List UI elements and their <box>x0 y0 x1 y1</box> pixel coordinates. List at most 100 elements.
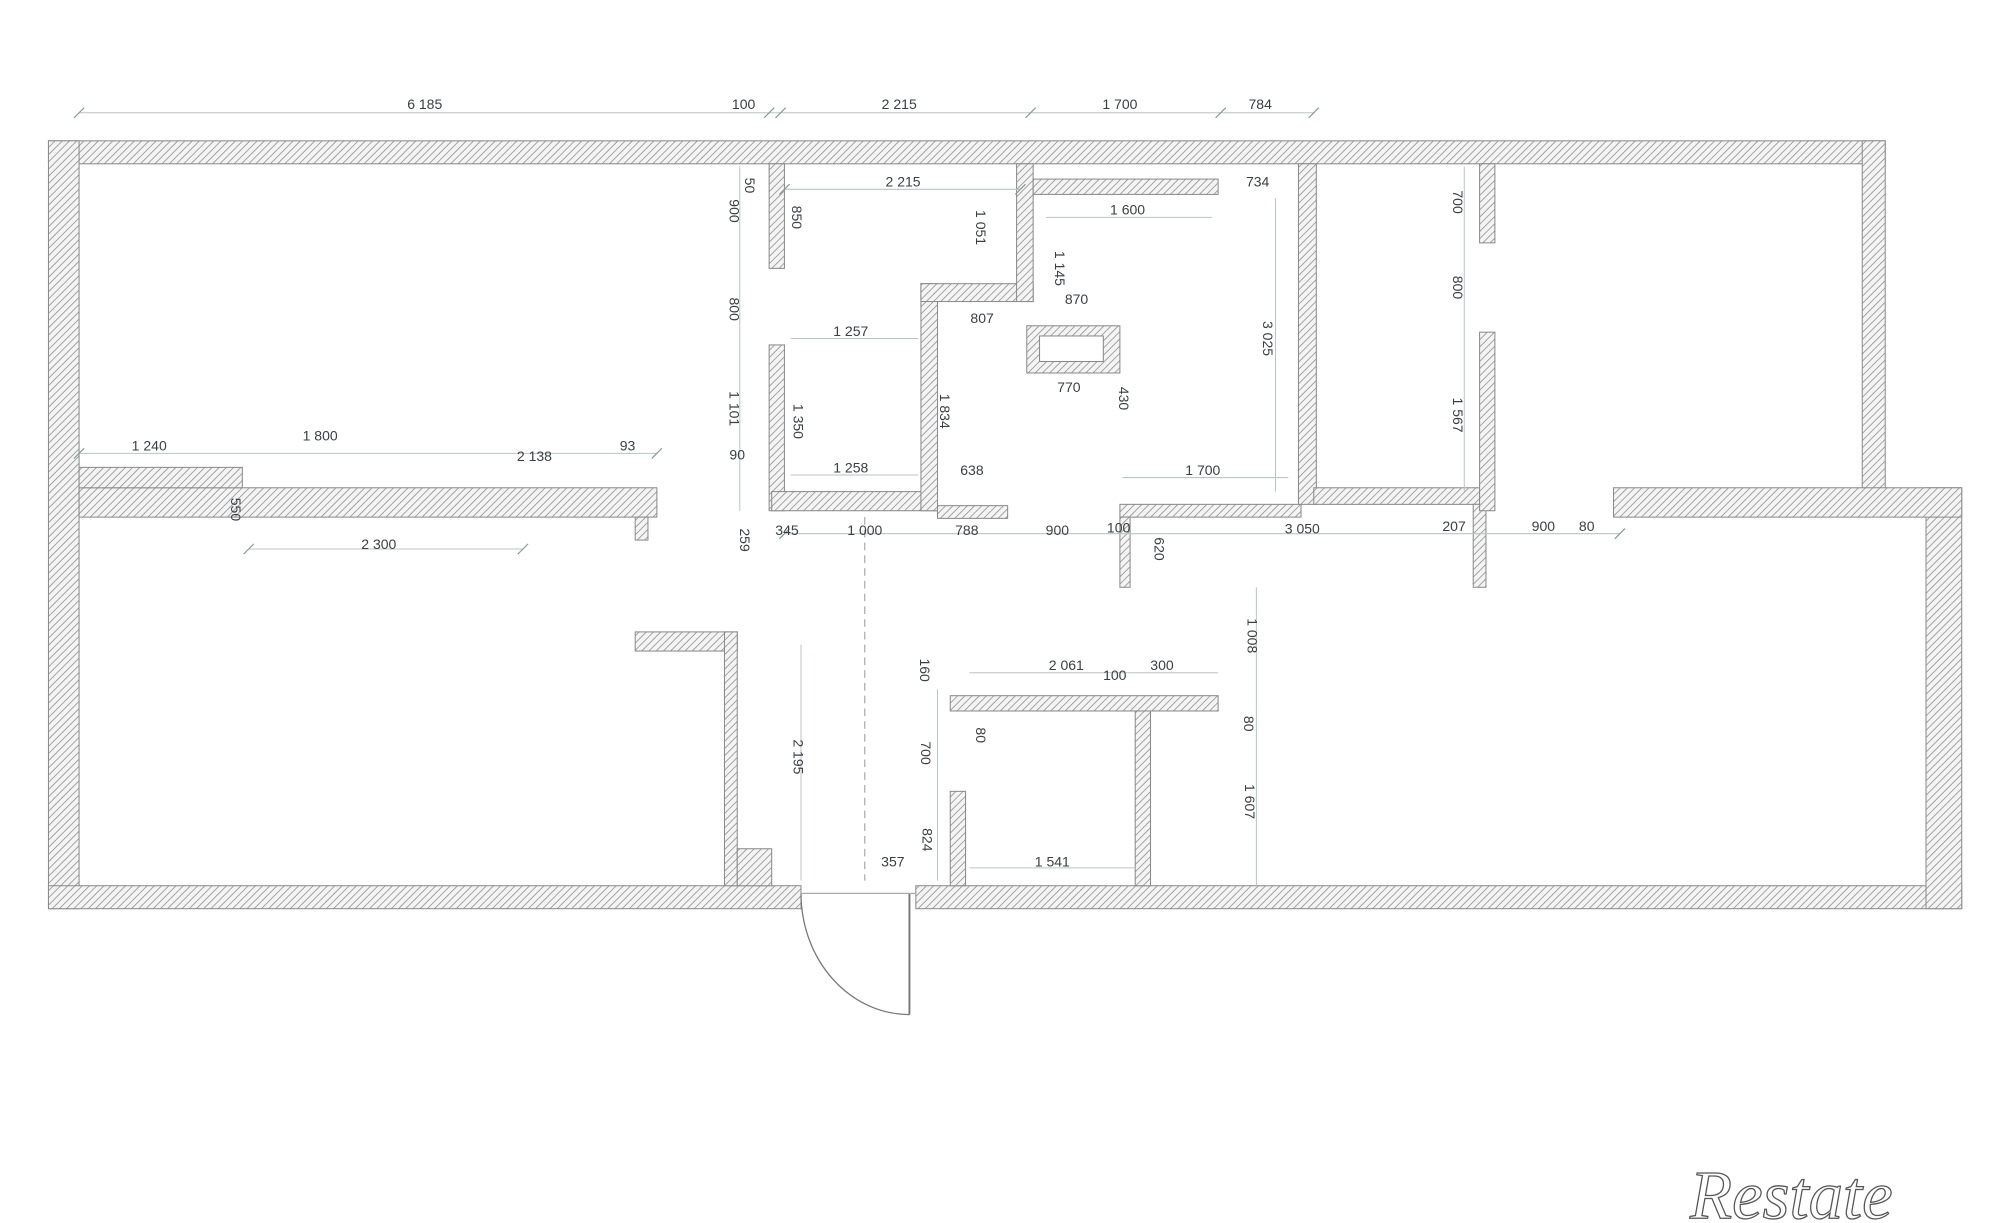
dimension-label: 900 <box>1046 522 1070 538</box>
dimension-label: 550 <box>228 498 244 522</box>
dimension-label: 50 <box>742 178 758 194</box>
dimension-label: 100 <box>1107 519 1131 535</box>
wall <box>634 516 649 541</box>
wall <box>1472 503 1487 588</box>
dimension-label: 93 <box>620 438 636 454</box>
dimension-label: 207 <box>1442 518 1466 534</box>
dimension-label: 80 <box>1579 518 1595 534</box>
dimension-label: 1 008 <box>1245 618 1261 653</box>
wall <box>1297 163 1317 505</box>
dimension-label: 850 <box>789 206 805 230</box>
dimension-label: 2 215 <box>882 96 917 112</box>
wall <box>771 491 939 512</box>
restate-logo: Restate <box>1689 1158 1893 1223</box>
dimension-tick <box>1614 528 1626 540</box>
dimension-label: 807 <box>970 310 994 326</box>
dimension-label: 1 700 <box>1102 96 1137 112</box>
dimension-label: 1 600 <box>1110 202 1145 218</box>
dimension-label: 1 567 <box>1450 398 1466 433</box>
dimension-label: 3 050 <box>1285 521 1320 537</box>
wall <box>47 140 80 910</box>
dimension-label: 90 <box>729 447 745 463</box>
dimension-label: 2 215 <box>886 174 921 190</box>
wall <box>1032 178 1219 195</box>
dimension-tick <box>243 543 255 555</box>
dimension-label: 1 800 <box>303 427 338 443</box>
dimension-tick <box>775 107 787 119</box>
dimension-label: 700 <box>1450 190 1466 214</box>
dimension-label: 1 000 <box>847 522 882 538</box>
dimension-label: 734 <box>1246 174 1270 190</box>
dimension-tick <box>1215 107 1227 119</box>
dimension-label: 870 <box>1065 291 1089 307</box>
dimension-label: 1 240 <box>132 438 167 454</box>
wall <box>1119 516 1131 588</box>
dimension-label: 620 <box>1151 537 1167 561</box>
dimension-label: 1 257 <box>833 323 868 339</box>
wall <box>1134 710 1152 887</box>
dimension-label: 300 <box>1150 657 1174 673</box>
wall <box>1016 163 1034 303</box>
wall <box>47 140 1886 165</box>
dimension-label: 3 025 <box>1260 321 1276 356</box>
dimension-tick <box>517 543 529 555</box>
dimension-label: 800 <box>727 298 743 322</box>
wall <box>47 885 802 910</box>
dimension-label: 1 051 <box>973 210 989 245</box>
wall <box>1313 487 1481 505</box>
wall <box>936 505 1009 519</box>
dimension-label: 824 <box>919 828 935 852</box>
dimension-label: 900 <box>727 199 743 223</box>
dimension-tick <box>651 447 663 459</box>
wall <box>1925 487 1963 910</box>
dimension-tick <box>1014 183 1026 195</box>
dimension-label: 357 <box>881 853 905 869</box>
wall <box>949 790 967 887</box>
wall <box>1613 487 1963 518</box>
dimension-label: 100 <box>1103 667 1127 683</box>
wall <box>1119 503 1302 518</box>
dimension-label: 1 145 <box>1052 251 1068 286</box>
entrance-door[interactable] <box>800 892 916 1016</box>
dimension-lines <box>73 107 1626 886</box>
wall <box>920 283 939 512</box>
dimension-label: 259 <box>737 528 753 552</box>
wall <box>915 885 1963 910</box>
dimension-label: 1 834 <box>937 394 953 429</box>
dimension-label: 430 <box>1116 387 1132 411</box>
dimension-label: 80 <box>973 727 989 743</box>
dimension-label: 160 <box>917 658 933 682</box>
dimension-label: 900 <box>1532 518 1556 534</box>
dimension-tick <box>778 528 790 540</box>
dimension-label: 345 <box>775 522 799 538</box>
dimension-tick <box>778 183 790 195</box>
dimension-label: 1 541 <box>1035 853 1070 869</box>
wall <box>78 487 658 518</box>
dimension-label: 770 <box>1057 379 1081 395</box>
dimension-label: 1 258 <box>833 459 868 475</box>
dimension-label: 1 607 <box>1242 784 1258 819</box>
dimension-label: 100 <box>732 96 756 112</box>
dimension-label: 700 <box>918 741 934 765</box>
dimension-tick <box>73 447 85 459</box>
wall <box>1479 163 1496 244</box>
dimension-label: 6 185 <box>407 96 442 112</box>
dimension-label: 2 061 <box>1049 657 1084 673</box>
dimension-label: 2 195 <box>790 739 806 774</box>
dimension-label: 788 <box>955 522 979 538</box>
wall <box>1479 331 1496 512</box>
wall <box>949 695 1219 712</box>
dimension-label: 80 <box>1241 716 1257 732</box>
walls <box>47 140 1963 910</box>
dimension-label: 2 138 <box>517 448 552 464</box>
wall <box>78 466 243 489</box>
wall <box>768 163 785 269</box>
wall <box>1861 140 1886 493</box>
wall <box>634 631 738 652</box>
dimension-tick <box>1025 107 1037 119</box>
dimension-label: 1 700 <box>1185 462 1220 478</box>
dimension-tick <box>1308 107 1320 119</box>
dimension-label: 638 <box>960 462 984 478</box>
